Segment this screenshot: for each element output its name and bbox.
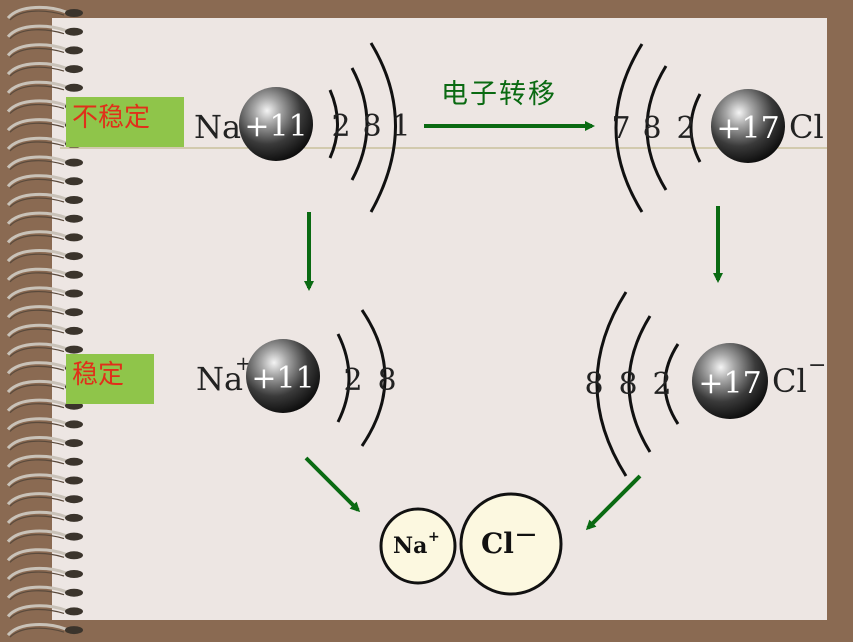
cl-ion-shell-count: 8: [584, 367, 603, 402]
unstable-label: 不稳定: [66, 97, 184, 147]
product-na-symbol: Na: [393, 533, 427, 559]
cl-ion-shell-arc: [595, 291, 628, 477]
cl-atom-shell-arc: [689, 93, 702, 163]
binding-ring: [6, 548, 83, 563]
cl-atom-symbol: Cl: [789, 108, 824, 146]
cl-ion-shell-arc: [663, 343, 680, 425]
binding-ring: [6, 5, 83, 21]
na-atom-symbol: Na: [194, 108, 241, 146]
binding-ring: [6, 454, 83, 470]
na-atom-shell-arc: [350, 67, 369, 181]
binding-ring: [6, 510, 83, 526]
cl-atom-shell-arc: [614, 43, 644, 213]
na-ion-symbol: Na: [196, 360, 243, 398]
na-ion-nucleus-charge: +11: [251, 361, 314, 396]
cl-atom-shell-count: 2: [676, 111, 695, 146]
binding-ring: [6, 529, 83, 545]
cl-atom-nucleus: [711, 89, 785, 163]
cl-atom-shell-count: 7: [611, 111, 630, 146]
na-atom-nucleus-charge: +11: [244, 109, 307, 144]
na-atom-shell-arc: [328, 89, 339, 159]
binding-ring: [6, 604, 83, 619]
binding-ring: [6, 436, 83, 451]
na-ion-shell-count: 2: [343, 363, 362, 398]
nacl-product: Na + Cl —: [379, 492, 563, 596]
na-atom-shell-count: 2: [331, 109, 350, 144]
binding-ring: [6, 305, 83, 320]
cl-ion-shell-count: 2: [652, 367, 671, 402]
na-atom-nucleus: [239, 87, 313, 161]
binding-ring: [6, 80, 83, 96]
cl-atom-shell-arc: [645, 65, 668, 191]
binding-ring: [6, 566, 83, 582]
binding-ring: [6, 267, 83, 283]
electron-transfer-label: 电子转移: [441, 79, 557, 110]
na-atom-shell-count: 8: [362, 109, 381, 144]
binding-ring: [6, 155, 83, 171]
na-ion-shell-arc: [360, 309, 387, 447]
binding-ring: [6, 211, 83, 227]
binding-ring: [6, 192, 83, 208]
cl-ion-symbol: Cl: [772, 362, 807, 400]
binding-ring: [6, 62, 83, 77]
cl-ion-shell-count: 8: [618, 367, 637, 402]
na-bond-arrow: [304, 456, 361, 513]
binding-ring: [6, 417, 83, 432]
binding-ring: [6, 473, 83, 488]
cl-ion-charge: −: [808, 353, 826, 378]
product-cl-charge: —: [516, 521, 536, 545]
product-na-charge: +: [428, 529, 440, 545]
product-cl-symbol: Cl: [481, 527, 514, 560]
product-cl-ion: [459, 492, 563, 596]
cl-atom-shell-count: 8: [642, 111, 661, 146]
na-atom-shell-arc: [369, 42, 397, 213]
binding-ring: [6, 230, 83, 245]
na-ion-nucleus: [246, 339, 320, 413]
binding-ring: [6, 342, 83, 358]
cl-bond-arrow: [585, 474, 642, 531]
binding-ring: [6, 286, 83, 301]
cl-ion-shell-arc: [627, 315, 652, 453]
cl-atom-nucleus-charge: +17: [716, 111, 779, 146]
binding-ring: [6, 492, 83, 507]
binding-ring: [6, 249, 83, 264]
binding-ring: [6, 43, 83, 58]
na-atom: Na +11 2 8 1: [194, 42, 411, 213]
stable-label: 稳定: [66, 354, 154, 404]
product-na-ion: [379, 507, 457, 585]
cl-ion: 8 8 2 +17 Cl −: [584, 291, 826, 477]
na-ion-shell-arc: [336, 333, 351, 423]
na-ion-shell-count: 8: [377, 363, 396, 398]
na-atom-shell-count: 1: [391, 109, 410, 144]
binding-ring: [6, 174, 83, 189]
spiral-binding: [6, 5, 83, 638]
binding-ring: [6, 623, 83, 638]
na-ion: Na + +11 2 8: [196, 309, 397, 447]
cl-ion-nucleus: [692, 343, 768, 419]
binding-ring: [6, 585, 83, 601]
cl-atom: 7 8 2 +17 Cl: [611, 43, 824, 213]
cl-ion-nucleus-charge: +17: [698, 366, 761, 401]
binding-ring: [6, 24, 83, 40]
binding-ring: [6, 323, 83, 339]
